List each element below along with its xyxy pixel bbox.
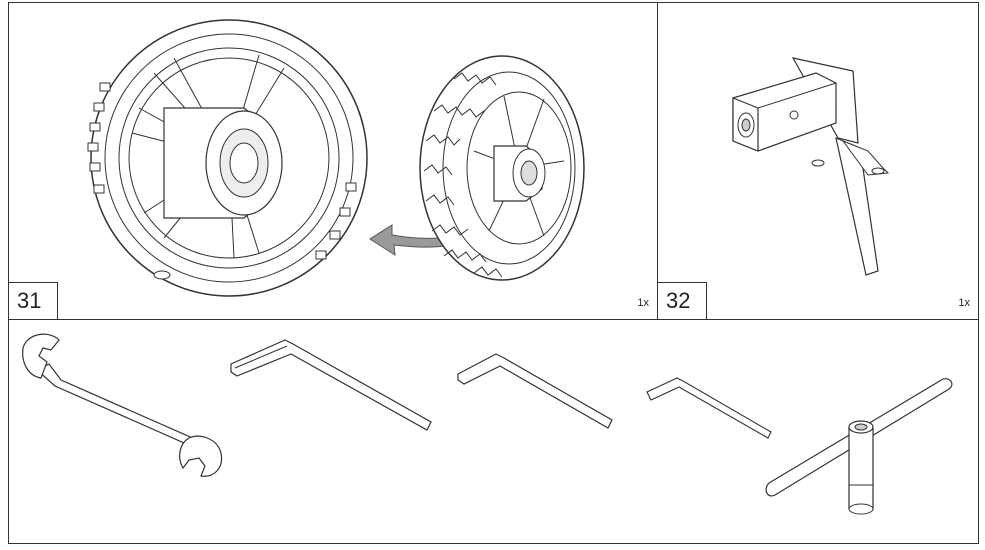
step-32-panel: 32 1x — [657, 2, 979, 320]
wheel-icon — [414, 51, 589, 286]
tools-panel — [8, 319, 979, 544]
step-31-panel: 31 1x — [8, 2, 658, 320]
quantity-label: 1x — [637, 297, 649, 309]
hex-key-small-icon — [645, 374, 775, 444]
step-number: 32 — [657, 282, 707, 320]
wheel-detail-icon — [84, 13, 374, 303]
t-socket-wrench-icon — [761, 375, 956, 525]
hex-key-medium-icon — [454, 350, 619, 435]
hex-key-large-icon — [227, 336, 437, 436]
quantity-label: 1x — [958, 297, 970, 309]
open-end-wrench-icon — [19, 328, 229, 478]
bracket-icon — [718, 53, 908, 278]
step-number: 31 — [8, 282, 58, 320]
